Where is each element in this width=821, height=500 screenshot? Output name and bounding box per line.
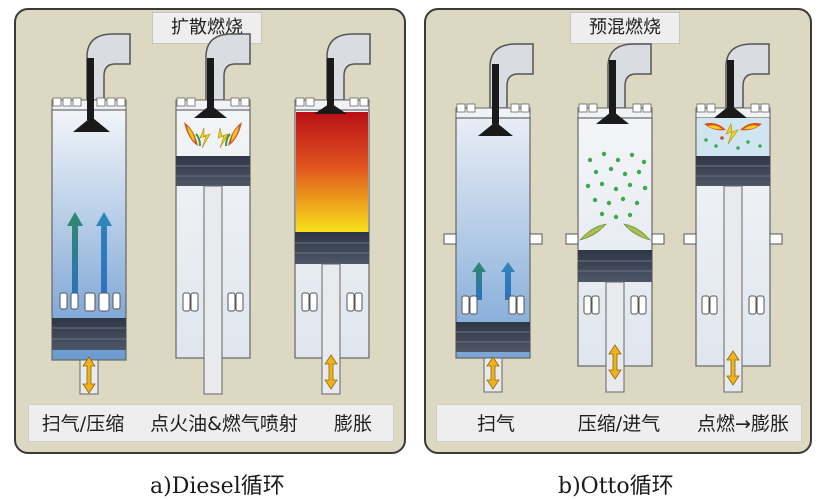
exhaust-pipe [86, 33, 131, 101]
piston-motion-arrow-icon [82, 356, 96, 394]
exhaust-valve-icon [73, 118, 110, 132]
piston-motion-arrow-icon [324, 354, 338, 390]
connecting-rod [605, 281, 625, 393]
gas-injection-plume-icon [579, 223, 651, 241]
otto-title: 预混燃烧 [570, 12, 680, 44]
diesel-title: 扩散燃烧 [152, 12, 262, 44]
exhaust-valve-icon [714, 106, 747, 118]
exhaust-valve-stem [327, 58, 334, 110]
exhaust-valve-stem [207, 58, 214, 108]
scavenge-air-arrow-icon [472, 262, 486, 300]
combustion-gas [296, 112, 368, 232]
piston [578, 250, 652, 282]
exhaust-valve-stem [87, 58, 94, 120]
piston-motion-arrow-icon [726, 350, 740, 386]
gas-admission-valve [651, 233, 665, 245]
diesel-caption: a)Diesel循环 [150, 474, 285, 499]
otto-cylinder-admission [565, 43, 665, 393]
ignition-spark-icon [704, 122, 762, 150]
otto-step-label-3: 点燃→膨胀 [697, 413, 789, 435]
exhaust-valve-icon [478, 123, 513, 136]
exhaust-valve-stem [492, 64, 499, 124]
diesel-cylinder-injection [175, 33, 251, 395]
scavenge-ports [583, 295, 647, 315]
piston [176, 156, 250, 186]
piston [456, 322, 530, 352]
fuel-injection-flame-icon [184, 122, 242, 149]
connecting-rod [203, 185, 223, 395]
exhaust-pipe [725, 43, 770, 109]
scavenge-ports [301, 292, 363, 312]
scavenge-ports [701, 295, 765, 315]
exhaust-valve-stem [609, 60, 616, 114]
otto-cylinder-scavenge [443, 43, 543, 393]
piston-motion-arrow-icon [486, 356, 500, 390]
diesel-cylinder-expansion [294, 33, 371, 395]
scavenge-air-arrow-icon [96, 212, 112, 300]
otto-step-label-1: 扫气 [476, 413, 515, 435]
exhaust-valve-stem [727, 60, 734, 114]
exhaust-pipe [326, 33, 371, 101]
scavenge-air-arrow-icon [501, 262, 515, 300]
gas-admission-valve [769, 233, 783, 245]
diesel-step-label-2: 点火油&燃气喷射 [150, 413, 298, 435]
exhaust-pipe [489, 43, 534, 109]
otto-step-label-2: 压缩/进气 [577, 413, 661, 435]
diesel-step-label-3: 膨胀 [333, 413, 372, 435]
gas-admission-valve [443, 233, 457, 245]
exhaust-valve-icon [194, 106, 227, 118]
exhaust-pipe [607, 43, 652, 109]
diesel-step-label-bar: 扫气/压缩 点火油&燃气喷射 膨胀 [28, 404, 394, 442]
diesel-cylinder-scavenge [51, 33, 131, 395]
exhaust-valve-icon [314, 104, 347, 114]
fuel-gas-droplets [585, 151, 648, 220]
scavenge-ports [461, 295, 525, 315]
piston [295, 232, 369, 264]
piston [696, 156, 770, 186]
piston [52, 318, 126, 350]
diesel-step-label-1: 扫气/压缩 [41, 413, 125, 435]
otto-step-label-bar: 扫气 压缩/进气 点燃→膨胀 [436, 404, 802, 442]
exhaust-valve-icon [596, 112, 629, 124]
scavenge-air-arrow-icon [67, 212, 83, 300]
gas-admission-valve [529, 233, 543, 245]
piston-motion-arrow-icon [608, 344, 622, 380]
gas-admission-valve [683, 233, 697, 245]
gas-admission-valve [565, 233, 579, 245]
connecting-rod [723, 185, 743, 393]
exhaust-pipe [205, 33, 251, 101]
otto-caption: b)Otto循环 [558, 474, 674, 499]
otto-cylinder-ignition [683, 43, 783, 393]
scavenge-ports [59, 292, 121, 312]
scavenge-ports [182, 292, 244, 312]
